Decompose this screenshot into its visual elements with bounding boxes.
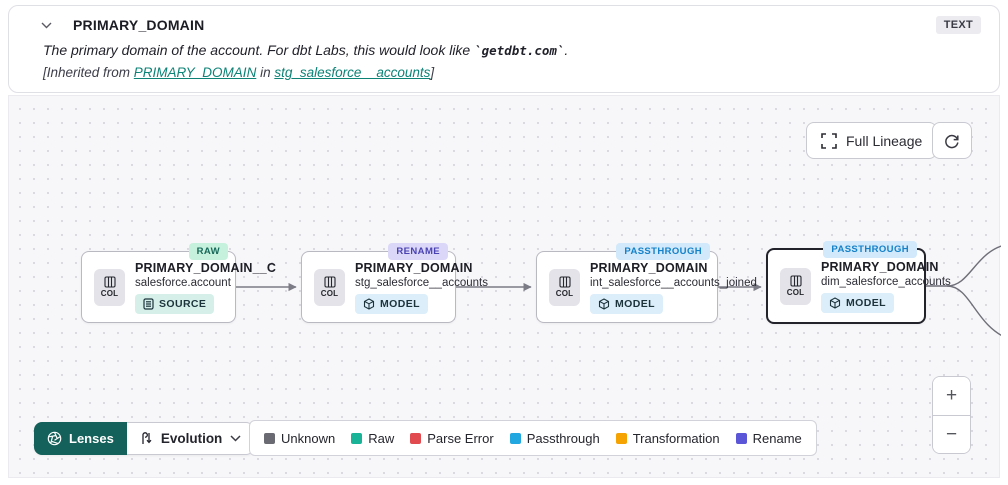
resource-type-label: SOURCE: [159, 297, 207, 310]
inherited-column-link[interactable]: PRIMARY_DOMAIN: [133, 65, 257, 80]
refresh-lineage-button[interactable]: [932, 122, 972, 159]
model-icon: [598, 297, 610, 310]
lineage-canvas[interactable]: Full Lineage RAW COL PRIMARY_DOMAIN__C s…: [8, 95, 1001, 478]
evolution-icon: [142, 432, 152, 444]
node-column-name: PRIMARY_DOMAIN: [821, 259, 939, 274]
collapse-chevron-icon[interactable]: [35, 15, 57, 35]
node-model-name: stg_salesforce__accounts: [355, 276, 488, 289]
column-icon: [323, 276, 336, 288]
fullscreen-icon: [821, 132, 837, 149]
col-label: COL: [786, 288, 805, 297]
inherited-suffix: ]: [430, 65, 435, 80]
resource-type-badge: MODEL: [821, 292, 894, 313]
legend-item: Passthrough: [509, 430, 600, 446]
resource-type-label: MODEL: [380, 297, 420, 310]
resource-type-badge: MODEL: [355, 293, 428, 314]
node-model-name: salesforce.account: [135, 276, 231, 289]
column-chip: COL: [314, 268, 345, 306]
legend-swatch: [351, 432, 363, 444]
legend-swatch: [735, 432, 747, 444]
legend-label: Rename: [752, 430, 802, 446]
legend-item: Rename: [735, 430, 802, 446]
full-lineage-label: Full Lineage: [846, 132, 923, 149]
column-chip: COL: [780, 267, 811, 305]
column-title: PRIMARY_DOMAIN: [73, 17, 205, 33]
legend-item: Transformation: [615, 430, 720, 446]
full-lineage-button[interactable]: Full Lineage: [806, 122, 938, 159]
inherited-model-link[interactable]: stg_salesforce__accounts: [274, 65, 431, 80]
lineage-node-int-salesforce-accounts-joined[interactable]: PASSTHROUGH COL PRIMARY_DOMAIN int_sales…: [536, 243, 757, 323]
column-chip: COL: [94, 268, 125, 306]
legend-label: Parse Error: [427, 430, 494, 446]
column-icon: [789, 275, 802, 287]
lineage-node-stg-salesforce-accounts[interactable]: RENAME COL PRIMARY_DOMAIN stg_salesforce…: [301, 243, 488, 323]
legend-label: Unknown: [281, 430, 336, 446]
evolution-badge: PASSTHROUGH: [616, 243, 710, 260]
lens-selected-label: Evolution: [160, 431, 223, 446]
node-column-name: PRIMARY_DOMAIN__C: [135, 260, 277, 275]
legend-swatch: [264, 432, 275, 444]
col-label: COL: [555, 289, 574, 298]
legend-label: Passthrough: [526, 430, 600, 446]
node-model-name: dim_salesforce_accounts: [821, 275, 951, 288]
inherited-note: [Inherited from PRIMARY_DOMAIN in stg_sa…: [43, 65, 981, 80]
model-icon: [363, 297, 375, 310]
lenses-label: Lenses: [69, 431, 114, 446]
lenses-control: Lenses Evolution: [34, 422, 255, 455]
description-period: .: [564, 42, 569, 58]
description-code: `getdbt.com`: [474, 43, 565, 58]
legend-label: Raw: [368, 430, 395, 446]
inherited-prefix: [Inherited from: [43, 65, 134, 80]
evolution-badge: PASSTHROUGH: [823, 241, 917, 258]
col-label: COL: [320, 289, 339, 298]
description-text: The primary domain of the account. For d…: [43, 42, 475, 58]
refresh-icon: [945, 134, 959, 148]
node-model-name: int_salesforce__accounts_joined: [590, 276, 757, 289]
col-label: COL: [100, 289, 119, 298]
legend-swatch: [615, 432, 627, 444]
column-details-card: PRIMARY_DOMAIN TEXT The primary domain o…: [8, 5, 1000, 93]
source-icon: [143, 297, 154, 310]
legend-label: Transformation: [632, 430, 720, 446]
resource-type-badge: MODEL: [590, 293, 663, 314]
evolution-legend: Unknown Raw Parse Error Passthrough Tran…: [249, 420, 817, 456]
resource-type-label: MODEL: [615, 297, 655, 310]
lens-selector-evolution[interactable]: Evolution: [126, 422, 255, 455]
legend-item: Raw: [351, 431, 394, 446]
legend-swatch: [509, 432, 521, 444]
column-type-badge: TEXT: [935, 16, 981, 34]
chevron-down-icon: [230, 435, 241, 442]
evolution-badge: RAW: [188, 243, 228, 260]
node-column-name: PRIMARY_DOMAIN: [590, 260, 708, 275]
resource-type-badge: SOURCE: [135, 293, 215, 314]
node-column-name: PRIMARY_DOMAIN: [355, 260, 473, 275]
lineage-node-dim-salesforce-accounts[interactable]: PASSTHROUGH COL PRIMARY_DOMAIN dim_sales…: [766, 241, 951, 324]
lineage-node-salesforce-account[interactable]: RAW COL PRIMARY_DOMAIN__C salesforce.acc…: [81, 243, 276, 323]
lenses-button[interactable]: Lenses: [34, 422, 127, 455]
column-description: The primary domain of the account. For d…: [43, 42, 981, 58]
model-icon: [829, 296, 841, 309]
lens-aperture-icon: [47, 431, 62, 446]
resource-type-label: MODEL: [846, 296, 886, 309]
legend-item: Unknown: [264, 431, 335, 446]
column-icon: [103, 276, 116, 288]
legend-swatch: [410, 432, 422, 444]
inherited-middle: in: [256, 65, 275, 80]
legend-item: Parse Error: [410, 430, 494, 446]
zoom-out-button[interactable]: −: [933, 415, 970, 453]
zoom-in-button[interactable]: +: [933, 377, 970, 415]
column-chip: COL: [549, 268, 580, 306]
zoom-controls: + −: [932, 376, 971, 454]
column-icon: [558, 276, 571, 288]
evolution-badge: RENAME: [388, 243, 448, 260]
